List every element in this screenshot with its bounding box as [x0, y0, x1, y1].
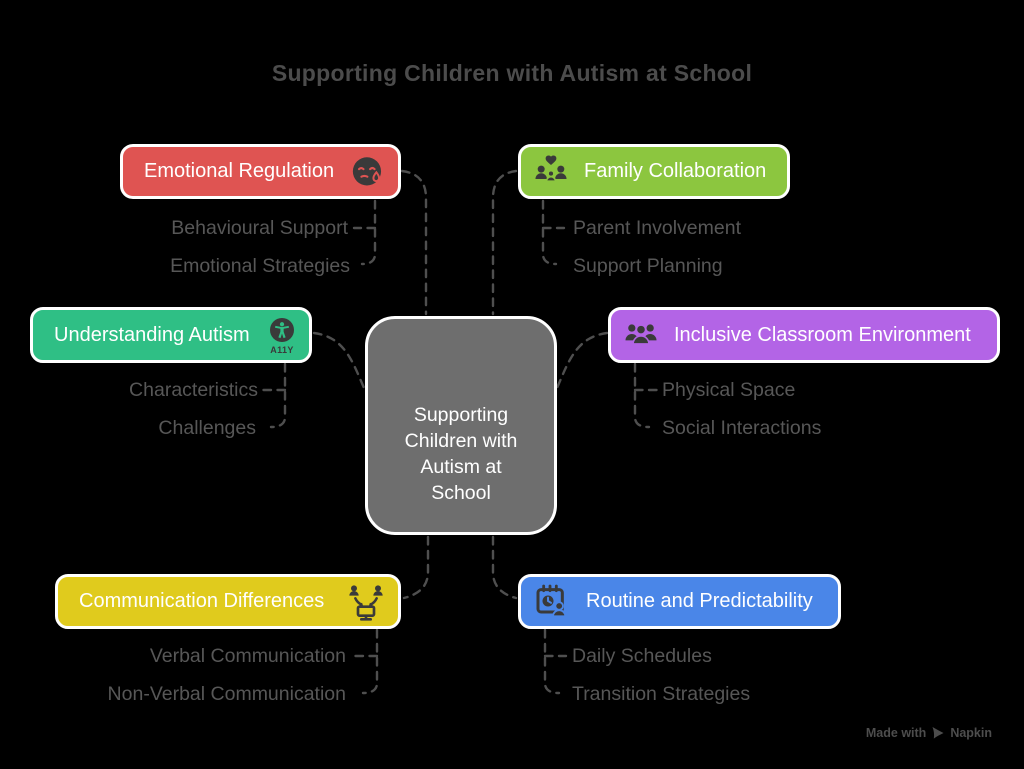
crying-face-icon	[350, 154, 386, 190]
branch-label: Communication Differences	[79, 590, 325, 612]
central-node[interactable]: Supporting Children with Autism at Schoo…	[365, 316, 557, 535]
napkin-logo-icon	[931, 726, 945, 740]
sub-topic-transition-strategies[interactable]: Transition Strategies	[572, 683, 751, 705]
connector-inclusive-classroom-center	[555, 331, 609, 390]
sub-topic-behavioural-support[interactable]: Behavioural Support	[171, 217, 348, 239]
sub-topic-support-planning[interactable]: Support Planning	[573, 255, 723, 277]
branch-routine-and-predictability[interactable]: Routine and Predictability	[518, 574, 841, 629]
a11y-caption: A11Y	[270, 345, 294, 355]
connector-emotional-regulation-subtopics	[352, 199, 377, 266]
branch-understanding-autism[interactable]: Understanding Autism A11Y	[30, 307, 312, 363]
central-node-text-line: Autism at	[420, 456, 502, 478]
sub-topic-non-verbal-communication[interactable]: Non-Verbal Communication	[107, 683, 346, 705]
central-node-text-line: Supporting	[413, 404, 509, 426]
connector-emotional-regulation-center	[400, 169, 428, 316]
watermark-brand: Napkin	[950, 726, 992, 740]
connector-communication-differences-center	[402, 535, 430, 600]
group-icon	[622, 316, 660, 354]
branch-inclusive-classroom-environment[interactable]: Inclusive Classroom Environment	[608, 307, 1000, 363]
branch-communication-differences[interactable]: Communication Differences	[55, 574, 401, 629]
branch-emotional-regulation[interactable]: Emotional Regulation	[120, 144, 401, 199]
connector-inclusive-classroom-subtopics	[633, 362, 659, 429]
sub-topic-social-interactions[interactable]: Social Interactions	[662, 417, 822, 439]
connector-understanding-autism-subtopics	[261, 362, 287, 429]
connector-communication-differences-subtopics	[352, 628, 379, 695]
communication-exchange-icon	[346, 582, 386, 622]
sub-topic-daily-schedules[interactable]: Daily Schedules	[572, 645, 712, 667]
family-heart-icon	[532, 153, 570, 191]
sub-topic-emotional-strategies[interactable]: Emotional Strategies	[170, 255, 350, 277]
watermark-text: Made with	[865, 726, 927, 740]
branch-label: Inclusive Classroom Environment	[674, 323, 971, 346]
branch-label: Family Collaboration	[584, 160, 767, 182]
branch-label: Understanding Autism	[54, 323, 250, 346]
central-node-text-line: Children with	[404, 430, 518, 452]
sub-topic-parent-involvement[interactable]: Parent Involvement	[573, 217, 742, 239]
calendar-schedule-icon	[532, 582, 572, 622]
sub-topic-challenges[interactable]: Challenges	[158, 417, 256, 439]
connector-routine-predictability-subtopics	[543, 628, 568, 695]
sub-topic-characteristics[interactable]: Characteristics	[129, 379, 258, 401]
diagram-title: Supporting Children with Autism at Schoo…	[271, 60, 753, 86]
watermark[interactable]: Made with Napkin	[866, 726, 992, 740]
connector-family-collaboration-center	[491, 169, 518, 316]
connector-routine-predictability-center	[491, 535, 518, 600]
connector-understanding-autism-center	[312, 331, 366, 390]
connector-family-collaboration-subtopics	[541, 199, 566, 266]
sub-topic-verbal-communication[interactable]: Verbal Communication	[149, 645, 346, 667]
branch-family-collaboration[interactable]: Family Collaboration	[518, 144, 790, 199]
central-node-text-line: School	[431, 482, 491, 504]
accessibility-icon: A11Y	[267, 315, 297, 355]
branch-label: Emotional Regulation	[144, 160, 335, 182]
sub-topic-physical-space[interactable]: Physical Space	[662, 379, 796, 401]
branch-label: Routine and Predictability	[586, 590, 813, 612]
